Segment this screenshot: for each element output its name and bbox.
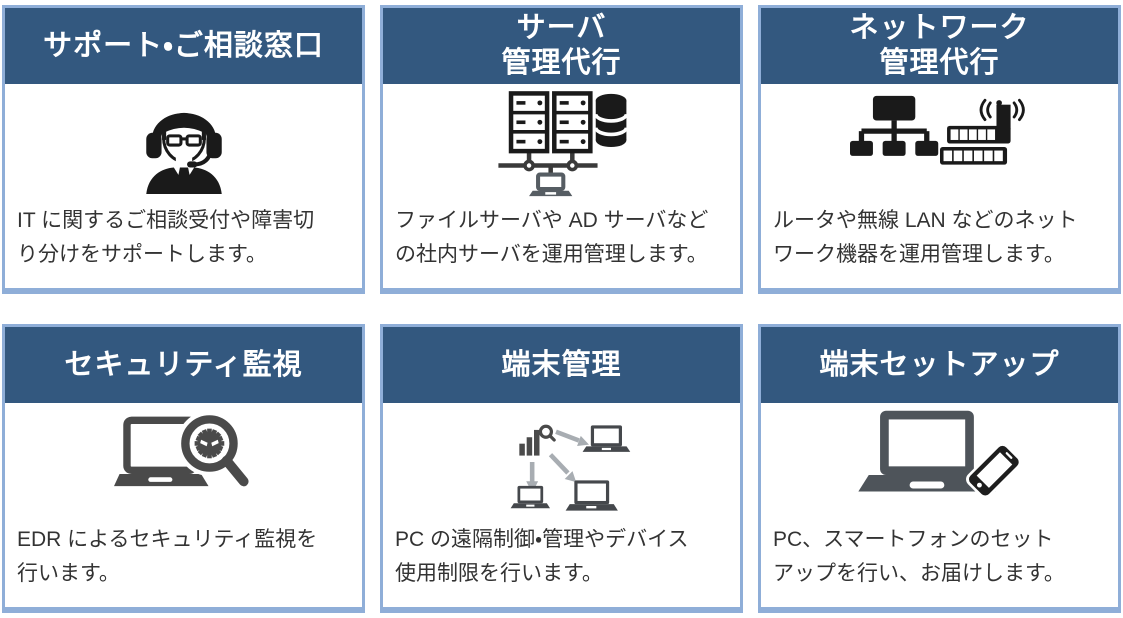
card-body: ファイルサーバや AD サーバなど の社内サーバを運用管理します。 (383, 84, 740, 288)
card-description: PC の遠隔制御・管理やデバイス 使用制限を行います。 (395, 528, 689, 585)
laptop-smartphone-icon (857, 410, 1022, 499)
card-description: EDR によるセキュリティ監視を 行います。 (17, 528, 318, 585)
card-title: 端末管理 (501, 348, 622, 381)
malware-magnifier-icon (114, 411, 253, 492)
service-card-security-monitoring: セキュリティ監視 (2, 324, 365, 613)
card-title: サポート・ご相談窓口 (43, 29, 324, 62)
icon-box (383, 84, 740, 202)
card-description: ファイルサーバや AD サーバなど の社内サーバを運用管理します。 (395, 209, 709, 266)
icon-box (5, 84, 362, 202)
card-body: IT に関するご相談受付や障害切 り分けをサポートします。 (5, 84, 362, 288)
service-card-server-management: サーバ 管理代行 (380, 5, 743, 294)
card-header: サーバ 管理代行 (383, 8, 740, 84)
laptop-glyph (565, 480, 618, 511)
card-body: ルータや無線 LAN などのネット ワーク機器を運用管理します。 (761, 84, 1118, 288)
icon-box (761, 84, 1118, 202)
card-description: IT に関するご相談受付や障害切 り分けをサポートします。 (17, 209, 315, 266)
card-body: EDR によるセキュリティ監視を 行います。 (5, 403, 362, 607)
card-body: PC、スマートフォンのセット アップを行い、お届けします。 (761, 403, 1118, 607)
card-description: PC、スマートフォンのセット アップを行い、お届けします。 (773, 528, 1065, 585)
icon-box (761, 403, 1118, 521)
laptop-glyph (582, 425, 631, 452)
card-title: セキュリティ監視 (64, 348, 303, 381)
headset-operator-icon (145, 112, 222, 194)
service-card-network-management: ネットワーク 管理代行 (758, 5, 1121, 294)
card-header: 端末セットアップ (761, 327, 1118, 403)
card-title: 端末セットアップ (819, 348, 1060, 381)
card-title: ネットワーク 管理代行 (849, 12, 1030, 79)
card-title: サーバ 管理代行 (501, 12, 622, 79)
service-card-device-management: 端末管理 (380, 324, 743, 613)
servers-database-icon (498, 91, 629, 197)
card-header: サポート・ご相談窓口 (5, 8, 362, 84)
remote-control-devices-icon (510, 424, 631, 511)
card-header: 端末管理 (383, 327, 740, 403)
service-card-device-setup: 端末セットアップ (758, 324, 1121, 613)
network-topology-icon (849, 95, 1025, 165)
icon-box (383, 403, 740, 521)
card-header: セキュリティ監視 (5, 327, 362, 403)
icon-box (5, 403, 362, 521)
card-body: PC の遠隔制御・管理やデバイス 使用制限を行います。 (383, 403, 740, 607)
laptop-glyph (510, 485, 551, 509)
card-header: ネットワーク 管理代行 (761, 8, 1118, 84)
service-card-support-desk: サポート・ご相談窓口 (2, 5, 365, 294)
card-description: ルータや無線 LAN などのネット ワーク機器を運用管理します。 (773, 209, 1078, 266)
